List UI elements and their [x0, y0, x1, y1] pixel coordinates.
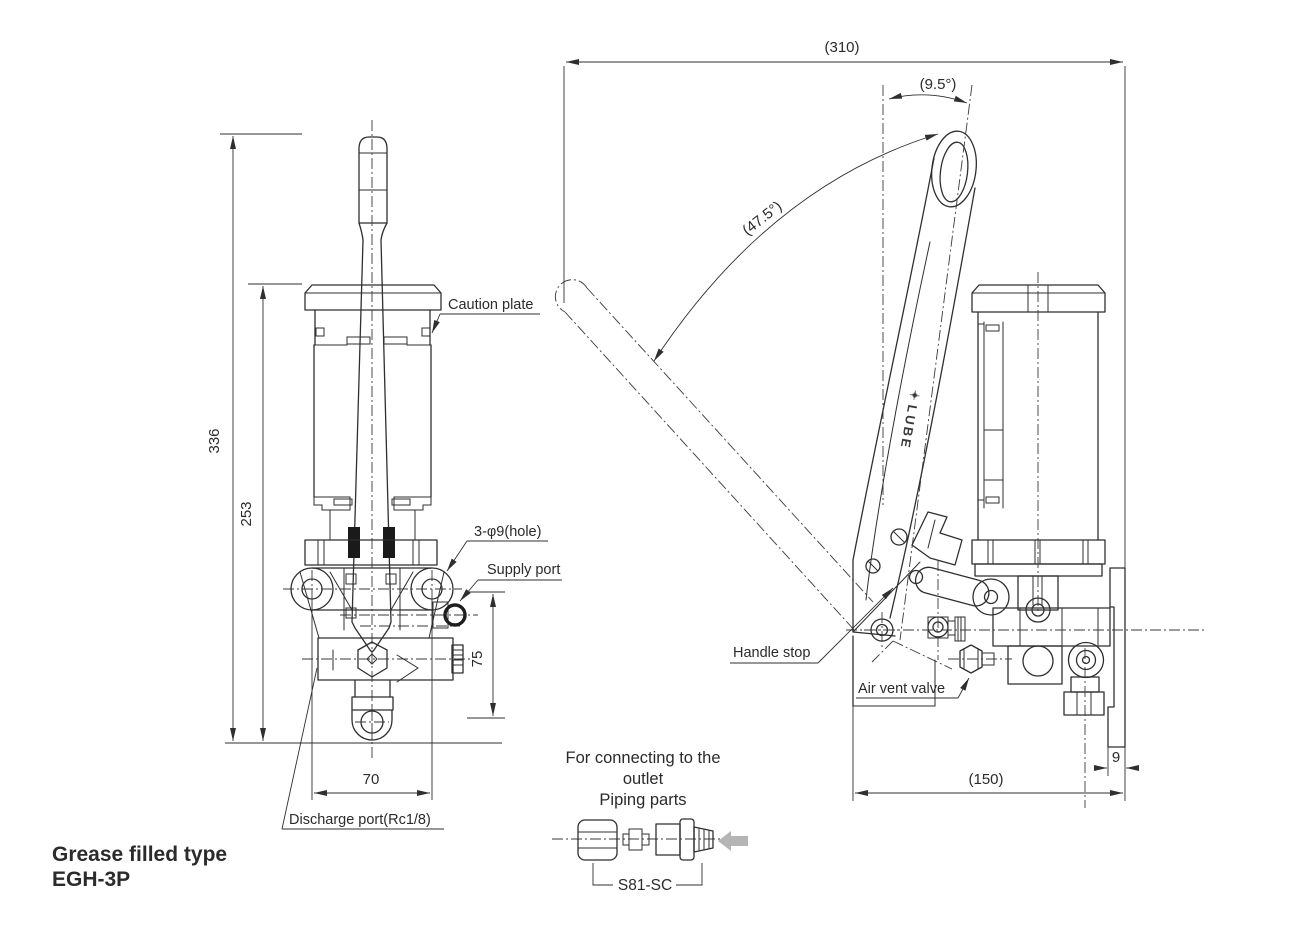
- dim-supply-offset: 75: [467, 591, 505, 719]
- dim-overall-depth: (310): [563, 39, 1126, 568]
- drawing-title: Grease filled type EGH-3P: [52, 843, 227, 891]
- mounting-holes-label: 3-φ9(hole): [474, 524, 541, 540]
- side-view: (310) (9.5°) (47.5°): [554, 39, 1205, 808]
- dim-base-depth: (150): [852, 706, 1126, 801]
- air-vent-valve: [948, 644, 1012, 674]
- side-labels: Handle stop Air vent valve: [730, 587, 970, 699]
- side-reservoir: [971, 272, 1106, 612]
- supply-port-knob: [443, 603, 467, 627]
- dim-plate-thickness: 9: [1094, 747, 1139, 776]
- air-vent-valve-label: Air vent valve: [858, 681, 945, 697]
- dim-overall-height: 336: [206, 133, 502, 744]
- handle-logo: ✦LUBE: [897, 388, 922, 450]
- dim-75: 75: [469, 651, 486, 668]
- fitting-nut: [577, 819, 618, 861]
- hex-fitting: [357, 641, 388, 678]
- dim-150: (150): [968, 771, 1003, 788]
- front-lock-nut: [304, 539, 438, 566]
- packing-seal-left: [348, 527, 360, 558]
- handle-loop: [931, 130, 977, 208]
- dim-9: 9: [1112, 749, 1120, 766]
- adjust-screw: [451, 644, 464, 674]
- stop-screw-upper: [890, 528, 908, 546]
- lube-logo-text: LUBE: [897, 404, 920, 451]
- front-labels: Caution plate 3-φ9(hole) Supply port Dis…: [281, 297, 562, 830]
- stop-screw-lower: [865, 558, 881, 574]
- reservoir-collar: [971, 539, 1106, 565]
- sight-gauge: [977, 321, 1004, 509]
- supply-port-label: Supply port: [487, 562, 560, 578]
- lube-logo-mark: ✦: [906, 388, 923, 404]
- front-reservoir: [313, 344, 432, 558]
- insert-direction-arrow-icon: [718, 831, 748, 851]
- front-supply-port: [432, 601, 467, 629]
- title-line1: Grease filled type: [52, 843, 227, 866]
- front-mounting-flange: [290, 567, 454, 639]
- dim-310: (310): [824, 39, 859, 56]
- front-pump-block: [317, 637, 464, 683]
- svg-text:✦LUBE: ✦LUBE: [897, 388, 922, 450]
- piston-clevis: [972, 578, 1010, 616]
- dim-body-height: 253: [238, 283, 302, 741]
- piping-note-line1: For connecting to the: [565, 749, 720, 767]
- dim-336: 336: [206, 428, 223, 453]
- side-handle: ✦LUBE: [852, 130, 977, 637]
- title-line2: EGH-3P: [52, 868, 130, 891]
- outlet-check-valve: [1063, 641, 1105, 808]
- dim-253: 253: [238, 501, 255, 526]
- fitting-connector: [655, 818, 714, 861]
- piping-fittings: S81-SC: [552, 818, 748, 894]
- discharge-port-label: Discharge port(Rc1/8): [289, 812, 431, 828]
- fitting-sleeve: [622, 828, 650, 851]
- caution-plate-label: Caution plate: [448, 297, 533, 313]
- packing-seal-right: [383, 527, 395, 558]
- dim-9p5: (9.5°): [920, 76, 957, 93]
- dim-70: 70: [363, 771, 380, 788]
- piping-part-number: S81-SC: [618, 877, 672, 894]
- piping-parts-note: For connecting to the outlet Piping part…: [552, 749, 748, 894]
- piping-note-line2: outlet: [623, 770, 664, 788]
- dim-47p5: (47.5°): [739, 198, 785, 239]
- side-pump-body: [846, 567, 1205, 808]
- handle-stop-bracket: [865, 511, 963, 574]
- mounting-bracket-plate: [1107, 567, 1126, 748]
- phantom-handle: (47.5°): [554, 133, 939, 633]
- pump-block: [992, 607, 1111, 647]
- front-view: 336 253 70 75 Caution plate 3-φ9(ho: [206, 120, 562, 830]
- piping-note-line3: Piping parts: [599, 791, 686, 809]
- front-handle: [351, 136, 392, 653]
- handle-stop-label: Handle stop: [733, 645, 810, 661]
- front-clevis: [351, 679, 394, 741]
- front-cap: [304, 284, 442, 346]
- dim-hole-pitch: 70: [311, 600, 433, 800]
